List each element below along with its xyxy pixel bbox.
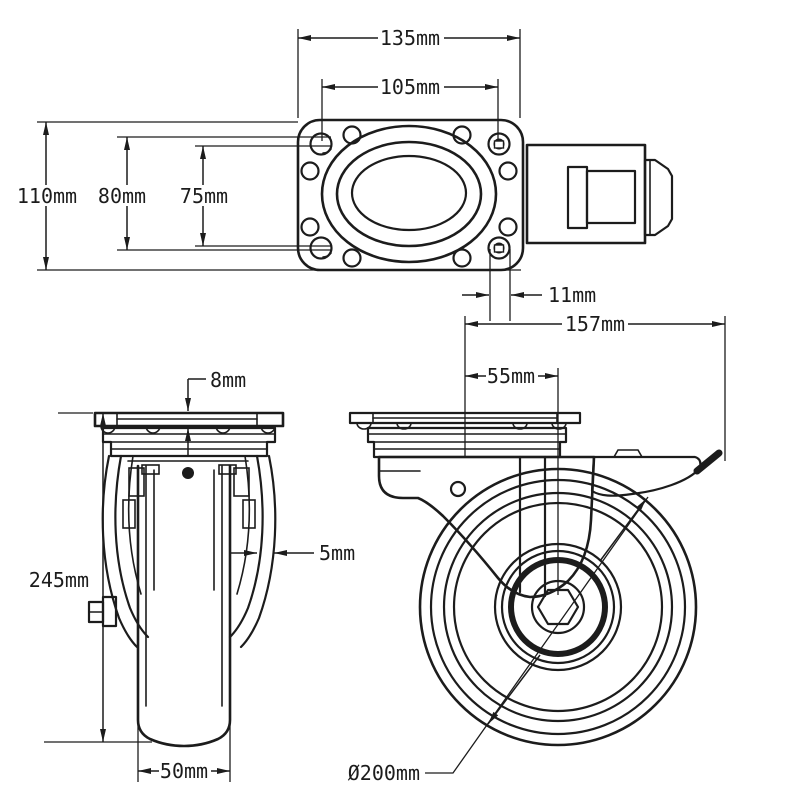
swivel-fork bbox=[377, 455, 596, 599]
swivel-ring-outer bbox=[320, 124, 498, 264]
brake-pedal bbox=[590, 455, 702, 497]
dimension-11mm: 11mm bbox=[462, 249, 596, 321]
dim-8mm-label: 8mm bbox=[210, 368, 246, 392]
dimension-200mm-diameter: Ø200mm bbox=[348, 496, 649, 785]
fork-hole bbox=[449, 480, 467, 498]
dimension-50mm: 50mm bbox=[137, 722, 231, 783]
bolt-hole bbox=[309, 132, 333, 156]
plate-bolts bbox=[100, 425, 276, 434]
dimension-105mm: 105mm bbox=[321, 75, 499, 141]
dimension-80mm: 80mm bbox=[96, 136, 331, 251]
dimension-8mm: 8mm bbox=[185, 368, 246, 456]
dimension-245mm: 245mm bbox=[29, 412, 152, 743]
dim-80mm-label: 80mm bbox=[98, 184, 146, 208]
dimension-110mm: 110mm bbox=[15, 121, 521, 271]
dim-200mm-label: Ø200mm bbox=[348, 761, 420, 785]
dim-50mm-label: 50mm bbox=[160, 759, 208, 783]
dim-55mm-label: 55mm bbox=[487, 364, 535, 388]
front-plate bbox=[93, 411, 285, 428]
dimension-5mm: 5mm bbox=[231, 541, 355, 565]
brake-cap-top bbox=[643, 158, 674, 237]
dimension-135mm: 135mm bbox=[297, 26, 521, 118]
dim-135mm-label: 135mm bbox=[380, 26, 440, 50]
bolt-hole bbox=[309, 236, 333, 260]
dim-11mm-label: 11mm bbox=[548, 283, 596, 307]
fork-leg-right bbox=[239, 454, 277, 649]
kingpin-front bbox=[182, 467, 194, 479]
dimension-55mm: 55mm bbox=[465, 364, 559, 595]
bolt-hole bbox=[487, 236, 511, 260]
dim-110mm-label: 110mm bbox=[17, 184, 77, 208]
brake-lever bbox=[693, 449, 723, 475]
front-view bbox=[87, 411, 285, 748]
dim-245mm-label: 245mm bbox=[29, 568, 89, 592]
dim-5mm-label: 5mm bbox=[319, 541, 355, 565]
dim-75mm-label: 75mm bbox=[180, 184, 228, 208]
bolt-hole bbox=[487, 132, 511, 156]
axle-nut bbox=[536, 588, 580, 626]
dim-157mm-label: 157mm bbox=[565, 312, 625, 336]
dim-105mm-label: 105mm bbox=[380, 75, 440, 99]
dimension-75mm: 75mm bbox=[178, 145, 331, 247]
wheel-tread-front bbox=[136, 464, 232, 748]
dimension-157mm: 157mm bbox=[464, 312, 726, 461]
